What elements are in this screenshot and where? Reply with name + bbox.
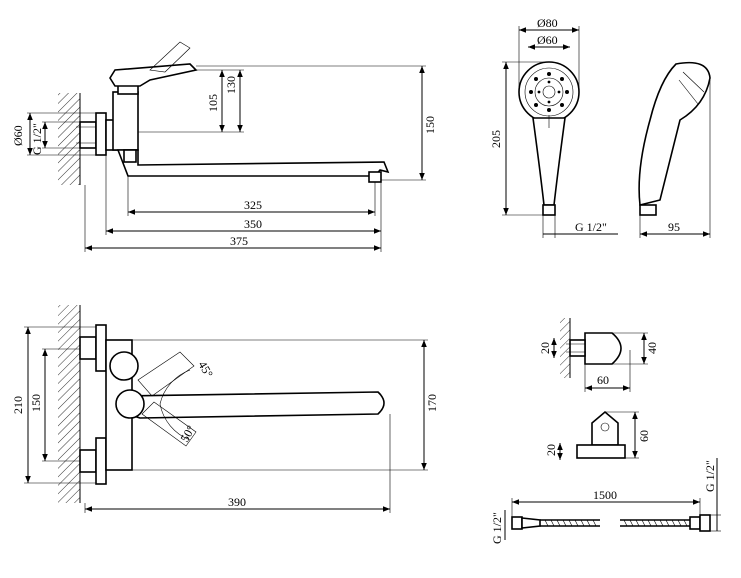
dim-h1-60-label: 60 — [597, 373, 609, 387]
dim-150-label: 150 — [423, 116, 437, 134]
hose-dims: 1500 G 1/2" G 1/2" — [490, 458, 721, 544]
dim-thread-head-label: G 1/2" — [575, 220, 607, 234]
holder-2-dims: 20 60 — [544, 411, 651, 460]
faucet-top-dims: 210 150 170 390 45° 50° — [11, 326, 439, 513]
wall-holder-1 — [560, 318, 622, 378]
dim-d80-label: Ø80 — [537, 16, 558, 30]
angle-50-label: 50° — [177, 423, 198, 445]
faucet-side-view — [58, 41, 390, 185]
wall-hatch — [58, 93, 80, 185]
dim-h1-40-label: 40 — [645, 342, 659, 354]
dim-210-label: 210 — [11, 396, 25, 414]
holder-1-dims: 20 40 60 — [538, 332, 659, 392]
shower-head-dims: Ø80 Ø60 205 G 1/2" 95 — [489, 16, 711, 238]
dim-hose-thread-left: G 1/2" — [490, 512, 504, 544]
faucet-side-dims: Ø60 G 1/2" 105 130 150 325 350 375 — [11, 65, 437, 252]
dim-d60-head-label: Ø60 — [537, 33, 558, 47]
shower-head-side — [638, 61, 711, 216]
nozzle-holes — [529, 72, 569, 112]
wall-hatch-bottom — [58, 305, 80, 503]
dim-95-label: 95 — [668, 220, 680, 234]
dim-thread-label: G 1/2" — [30, 123, 44, 155]
dim-375-label: 375 — [230, 234, 248, 248]
dim-hose-len-label: 1500 — [593, 488, 617, 502]
dim-205-label: 205 — [489, 130, 503, 148]
wall-holder-2 — [576, 410, 626, 459]
dim-130-label: 130 — [224, 76, 238, 94]
dim-170-label: 170 — [425, 394, 439, 412]
dim-105-label: 105 — [206, 94, 220, 112]
dim-h1-20-label: 20 — [538, 342, 552, 354]
angle-45-label: 45° — [195, 359, 216, 381]
dim-325-label: 325 — [244, 198, 262, 212]
dim-hose-thread-right: G 1/2" — [703, 460, 717, 492]
dim-h2-60-label: 60 — [637, 430, 651, 442]
dim-d60-label: Ø60 — [11, 125, 25, 146]
dim-350-label: 350 — [244, 217, 262, 231]
shower-hose — [511, 514, 711, 532]
dim-h2-20-label: 20 — [544, 444, 558, 456]
shower-head-front — [518, 61, 580, 216]
faucet-top-view — [58, 305, 385, 503]
dim-390-label: 390 — [228, 495, 246, 509]
dim-150b-label: 150 — [29, 394, 43, 412]
